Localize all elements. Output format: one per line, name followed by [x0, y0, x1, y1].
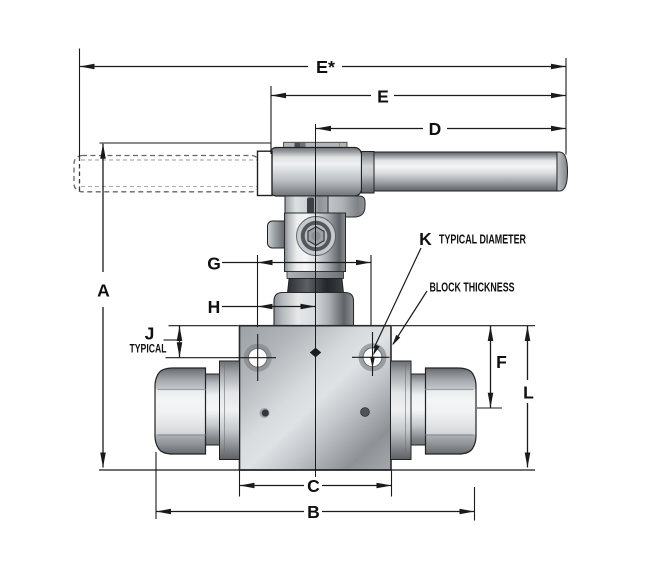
label-d: D — [429, 119, 442, 139]
right-gland — [390, 360, 412, 460]
label-g: G — [207, 254, 221, 274]
label-e-star: E* — [316, 57, 335, 77]
arrow — [156, 508, 171, 515]
left-hex-nut — [154, 367, 207, 455]
phantom-handle-hub-collar — [256, 150, 273, 197]
k-leader-line — [373, 247, 422, 349]
right-port-dot — [360, 407, 370, 417]
handle-collar — [361, 151, 375, 194]
label-a: A — [97, 281, 110, 301]
stem-slot — [307, 197, 314, 214]
right-fitting — [390, 360, 477, 460]
arrow — [487, 326, 494, 341]
arrow — [459, 508, 475, 515]
arrow — [271, 92, 286, 99]
phantom-handle-outline — [73, 154, 261, 193]
annotation-typical-diameter: TYPICAL DIAMETER — [439, 232, 526, 247]
arrow — [551, 63, 566, 70]
right-hex-nut — [424, 367, 477, 455]
left-gland — [219, 360, 240, 460]
annotation-labels: TYPICAL TYPICAL DIAMETER BLOCK THICKNESS — [130, 232, 527, 356]
label-c: C — [307, 476, 320, 496]
handle-rod-end-cap — [556, 151, 569, 192]
label-f: F — [496, 352, 507, 372]
arrow — [524, 452, 531, 468]
arrow — [176, 342, 183, 358]
arrow — [100, 452, 106, 468]
arrow — [100, 143, 106, 159]
handle-cap-notch — [300, 142, 306, 148]
left-tube-neck — [205, 373, 220, 446]
arrow — [176, 326, 183, 341]
arrow — [376, 482, 392, 489]
bonnet-flange — [273, 291, 355, 327]
block-thickness-leader-line — [392, 290, 428, 345]
arrow — [257, 259, 273, 266]
left-fitting — [154, 360, 240, 460]
left-port-dot-core — [261, 409, 269, 417]
dimension-labels: E* E D A G H J K F L C B — [97, 57, 534, 522]
phantom-handle — [73, 150, 273, 197]
annotation-block-thickness: BLOCK THICKNESS — [430, 280, 515, 295]
label-e: E — [377, 87, 389, 107]
arrow — [316, 125, 331, 132]
label-b: B — [307, 502, 320, 522]
hub-boss — [327, 195, 366, 218]
extension-lines — [78, 48, 567, 521]
handle — [268, 141, 569, 197]
arrow — [487, 392, 494, 408]
arrow — [79, 63, 95, 70]
label-l: L — [523, 383, 534, 403]
arrow — [257, 303, 273, 310]
arrow — [356, 259, 371, 266]
arrow — [524, 326, 531, 341]
label-j: J — [145, 324, 155, 344]
annotation-typical: TYPICAL — [130, 344, 167, 356]
label-k: K — [419, 229, 432, 249]
arrow — [551, 92, 566, 99]
arrow — [239, 482, 255, 489]
right-tube-neck — [410, 373, 426, 446]
handle-cap-notch — [294, 142, 300, 148]
handle-rod — [373, 151, 559, 192]
label-h: H — [208, 297, 221, 317]
arrow — [551, 125, 566, 132]
